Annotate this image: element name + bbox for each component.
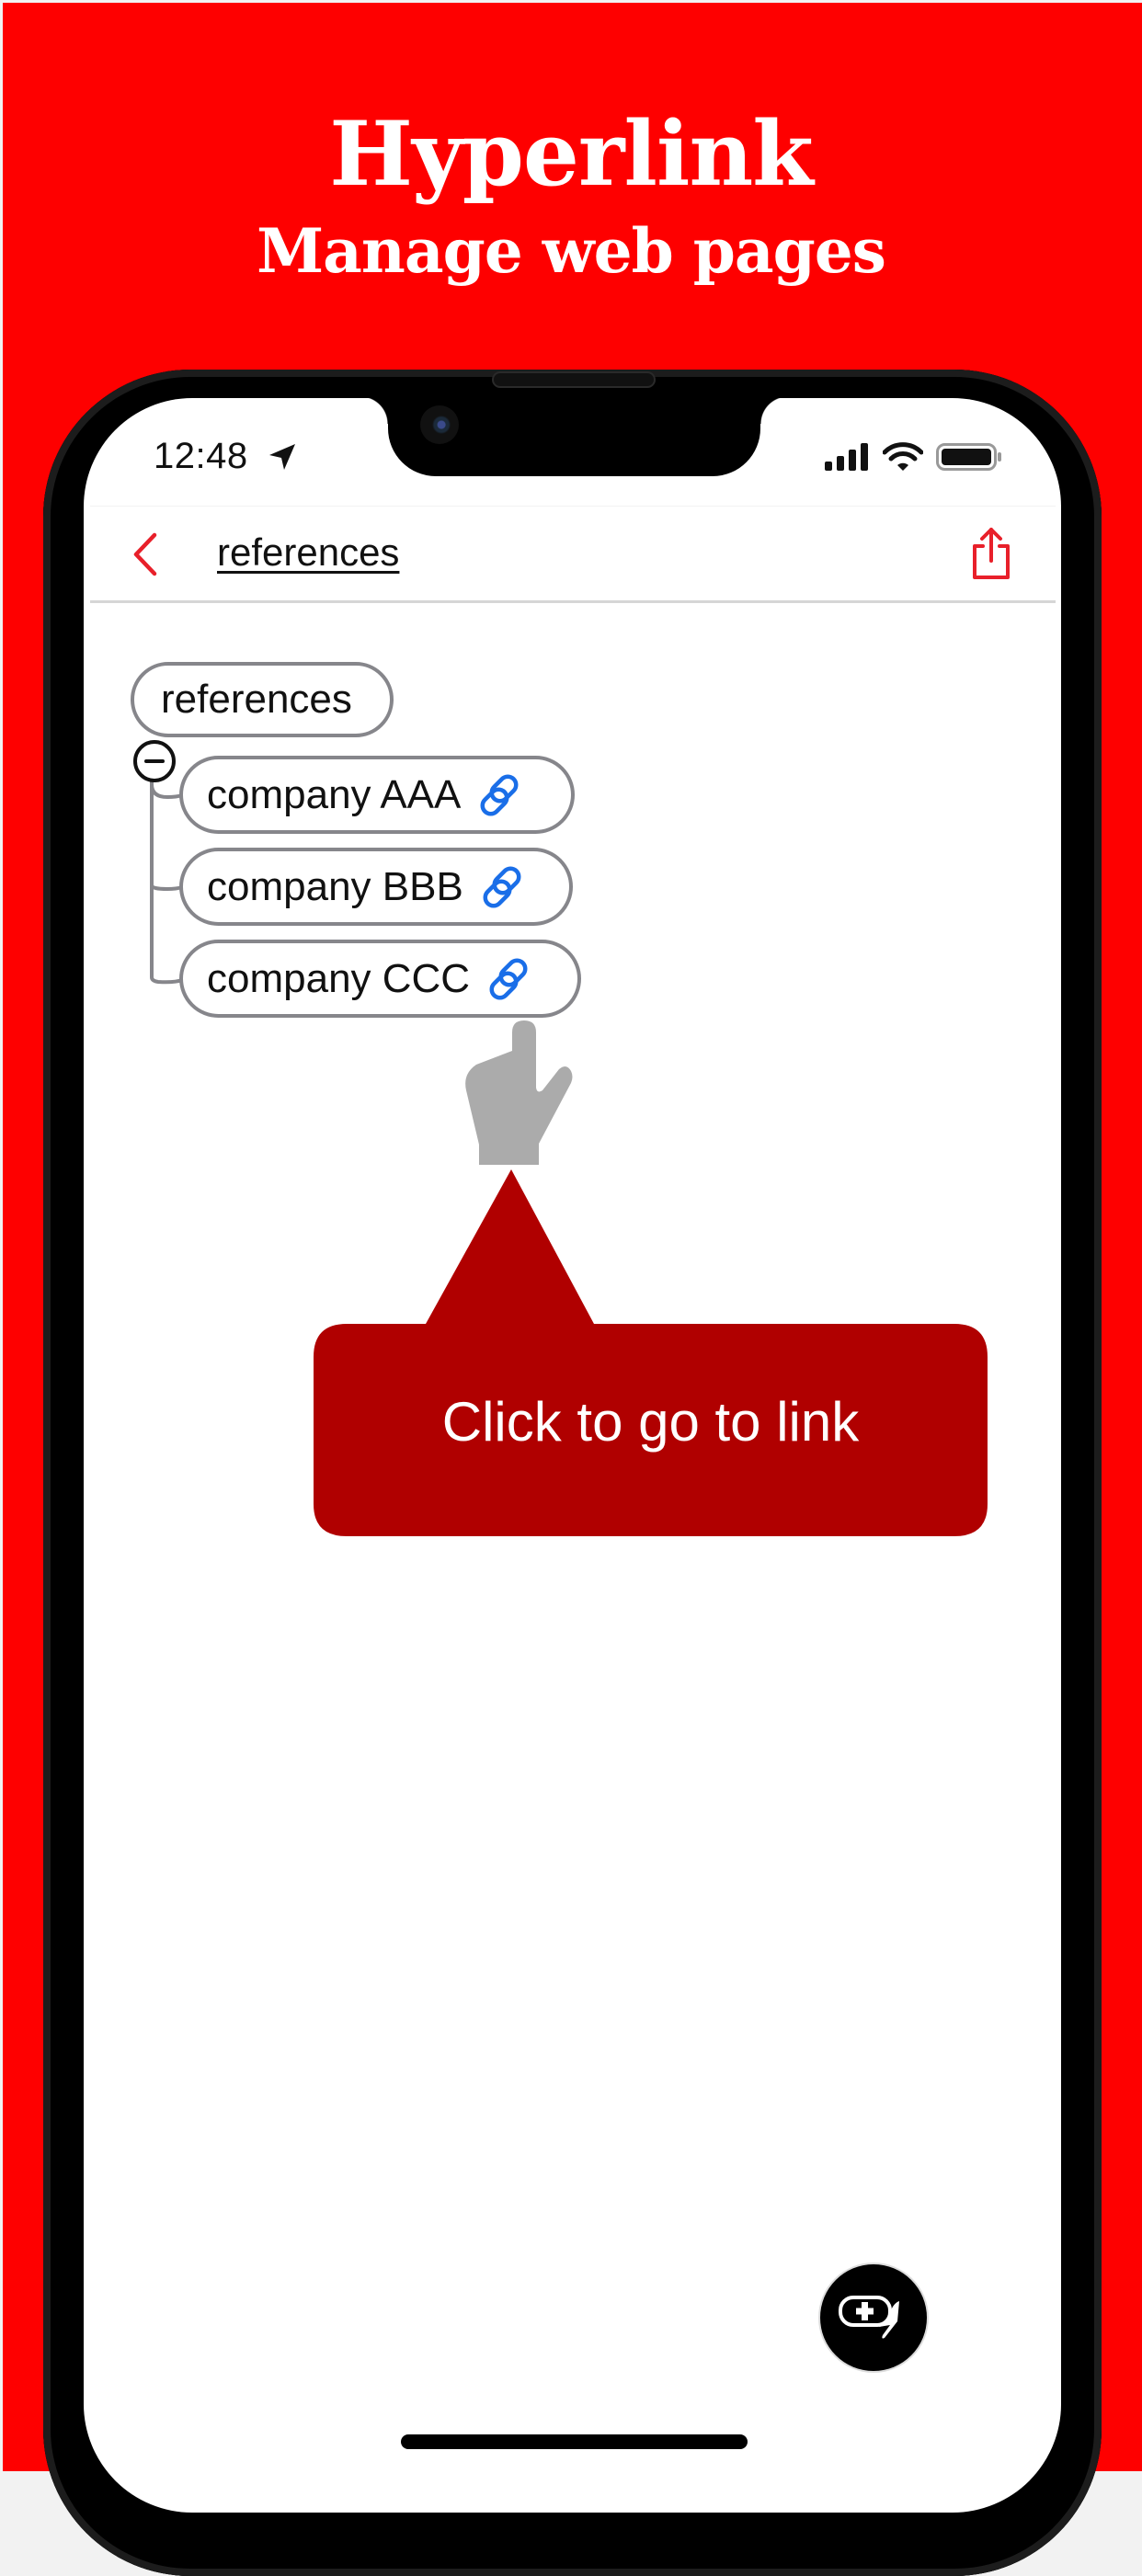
speaker-grille bbox=[492, 371, 656, 388]
child-node-label: company BBB bbox=[207, 863, 463, 909]
mindmap-child-node[interactable]: company CCC bbox=[179, 940, 581, 1018]
cellular-signal-icon bbox=[825, 443, 868, 471]
battery-icon bbox=[936, 443, 1001, 471]
child-node-label: company CCC bbox=[207, 955, 471, 1001]
mindmap-child-node[interactable]: company AAA bbox=[179, 756, 575, 834]
collapse-button[interactable] bbox=[133, 740, 176, 782]
home-indicator bbox=[401, 2434, 748, 2449]
camera-icon bbox=[420, 405, 459, 444]
add-node-hand-icon bbox=[839, 2296, 899, 2339]
promo-title: Hyperlink bbox=[329, 102, 814, 206]
status-time: 12:48 bbox=[154, 436, 248, 476]
mindmap-root-node[interactable]: references bbox=[131, 662, 394, 737]
back-button[interactable] bbox=[129, 530, 162, 579]
link-icon[interactable] bbox=[475, 771, 523, 819]
pointing-hand-icon bbox=[465, 1020, 573, 1165]
chevron-left-icon bbox=[133, 532, 157, 576]
share-icon bbox=[973, 528, 1010, 579]
status-divider bbox=[90, 506, 1056, 507]
wifi-icon bbox=[883, 442, 923, 471]
link-icon[interactable] bbox=[478, 863, 526, 911]
mindmap-child-node[interactable]: company BBB bbox=[179, 848, 573, 926]
share-button[interactable] bbox=[967, 526, 1015, 581]
root-node-label: references bbox=[161, 677, 352, 722]
child-node-label: company AAA bbox=[207, 771, 462, 817]
nav-title[interactable]: references bbox=[217, 530, 400, 574]
callout-text: Click to go to link bbox=[441, 1391, 860, 1453]
link-icon[interactable] bbox=[485, 955, 532, 1003]
add-node-button[interactable] bbox=[820, 2264, 927, 2371]
promo-subtitle: Manage web pages bbox=[257, 215, 886, 287]
callout-shape bbox=[314, 1169, 988, 1536]
nav-divider bbox=[90, 600, 1056, 603]
tree-connector-lines bbox=[150, 781, 183, 985]
location-arrow-icon bbox=[269, 444, 295, 470]
